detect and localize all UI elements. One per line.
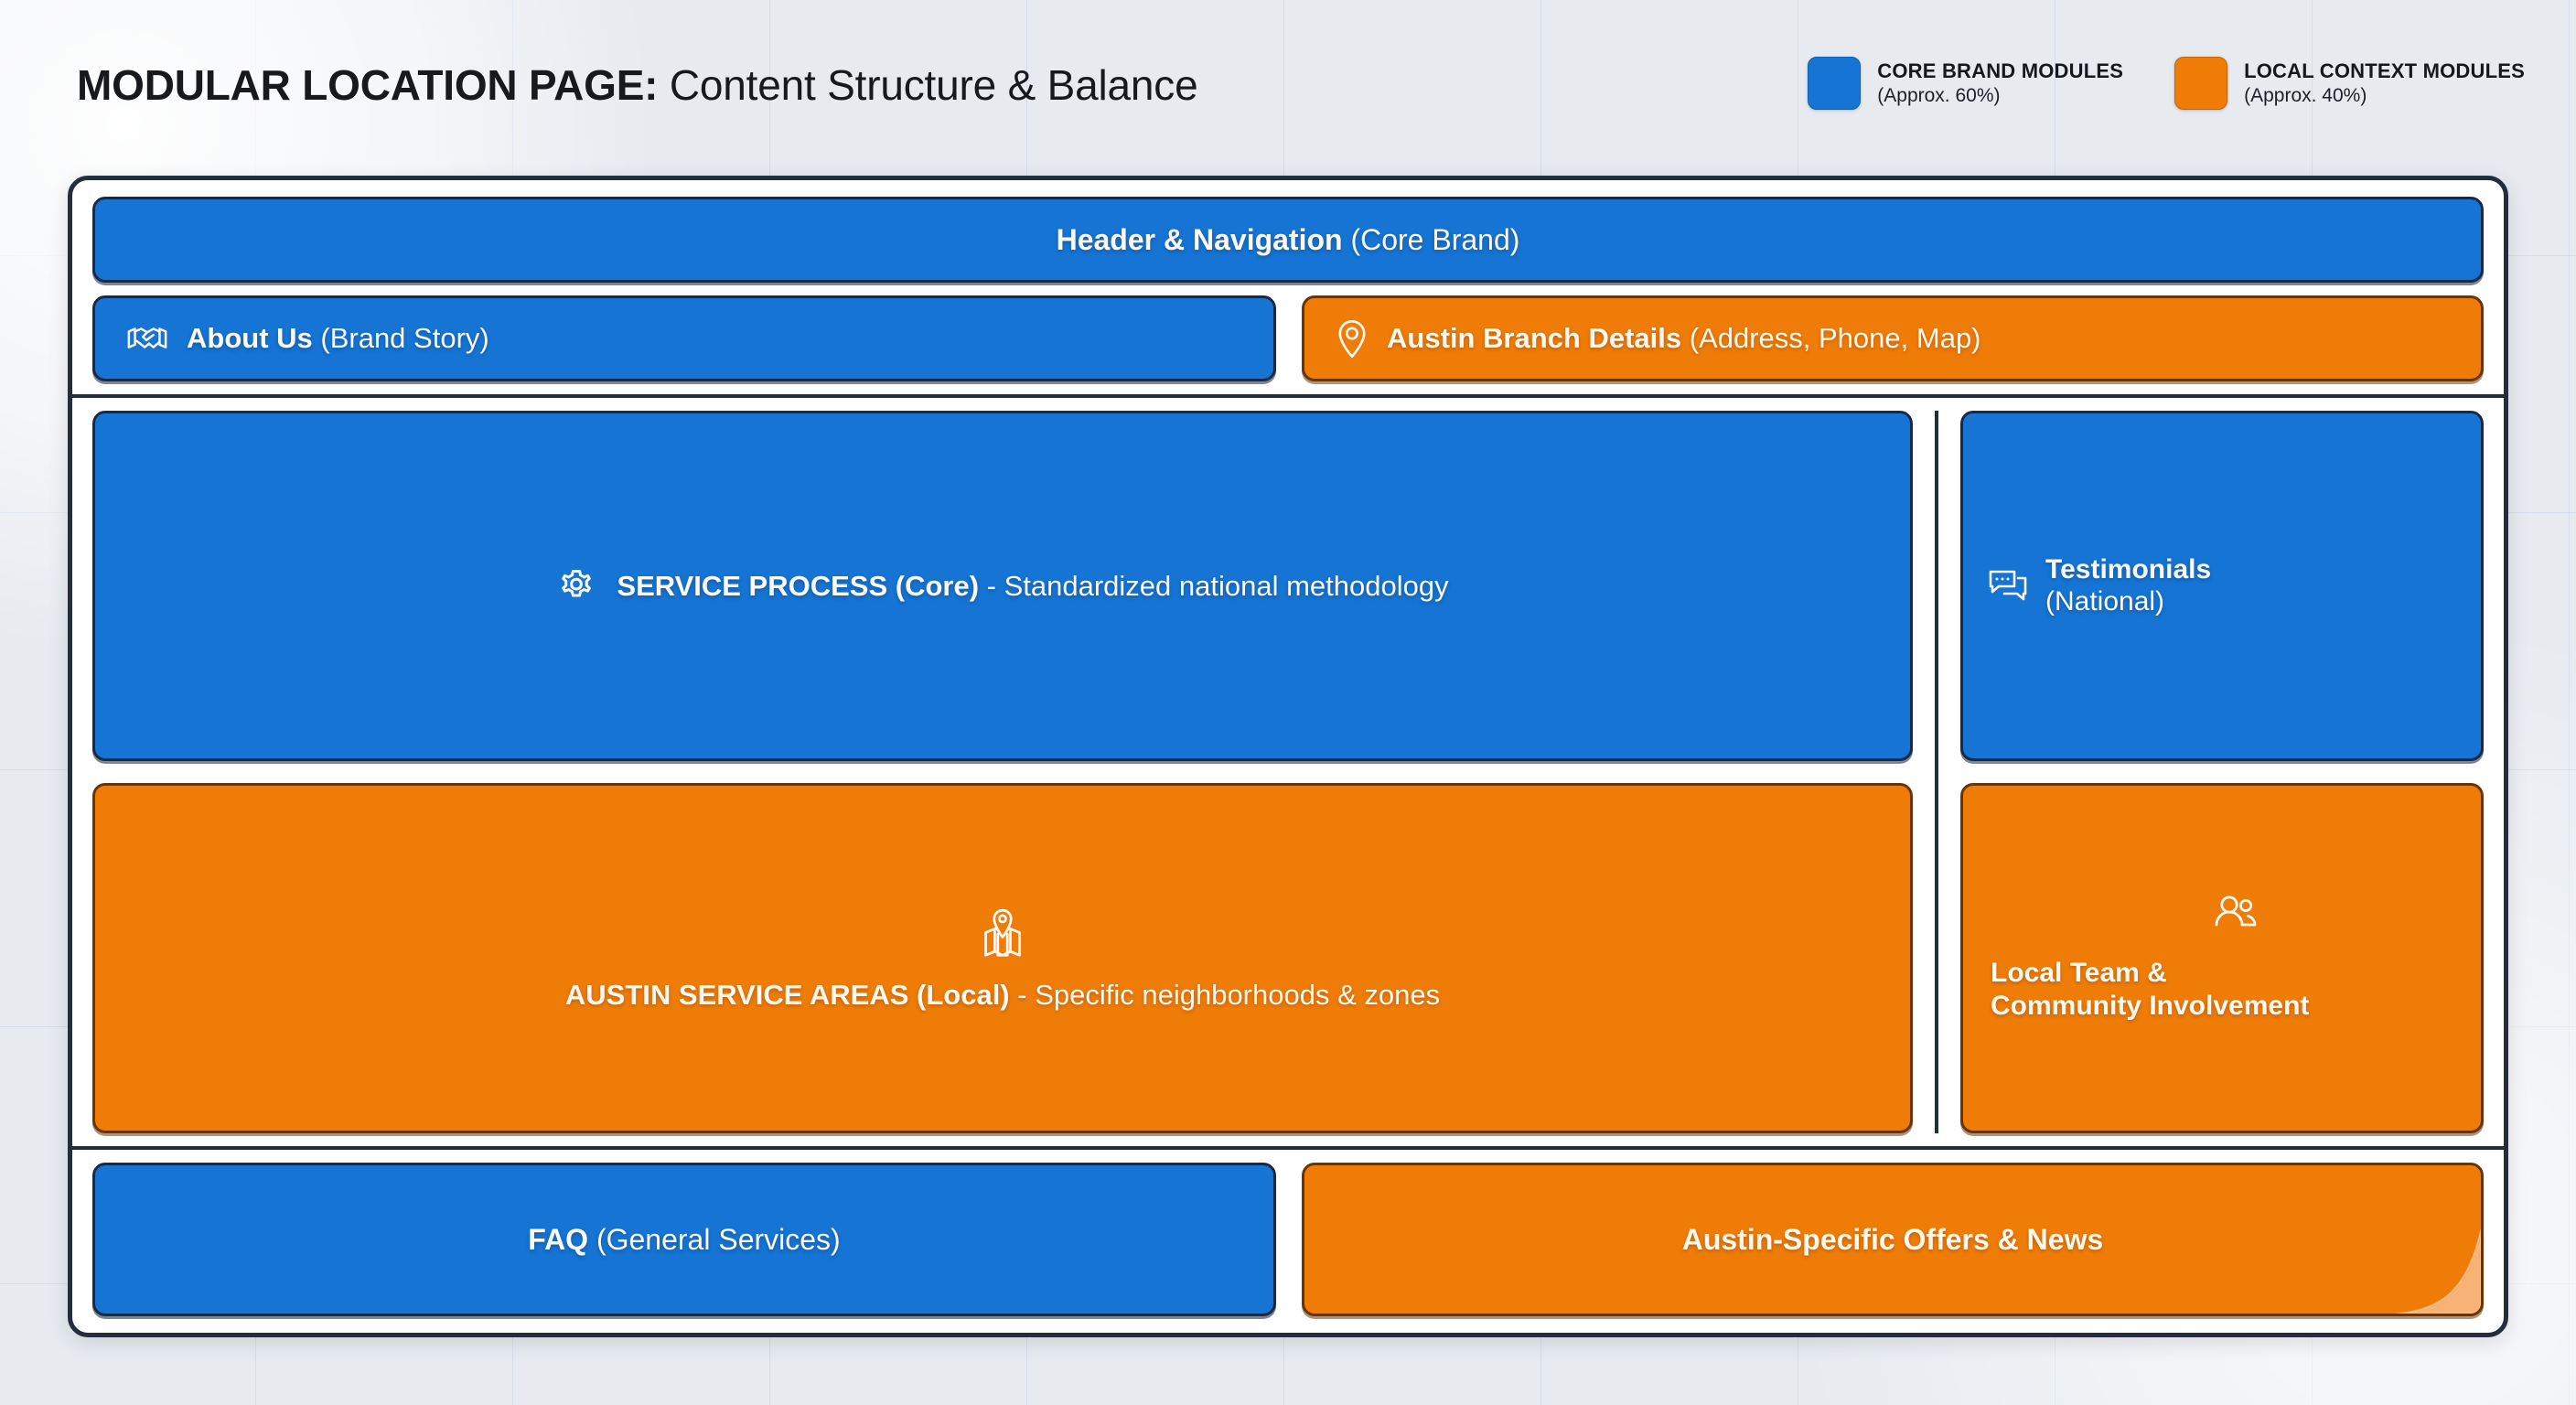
chat-bubbles-icon <box>1987 566 2029 606</box>
module-austin-service-areas-label: AUSTIN SERVICE AREAS (Local) - Specific … <box>565 979 1440 1012</box>
module-service-process[interactable]: SERVICE PROCESS (Core) - Standardized na… <box>92 411 1913 761</box>
row-brand-and-branch: About Us (Brand Story) Austin Branch Det… <box>92 295 2484 381</box>
module-local-team-line1: Local Team & <box>1991 957 2167 988</box>
users-icon <box>2211 895 2260 933</box>
module-about-us-label: About Us (Brand Story) <box>187 322 489 355</box>
module-testimonials-light: (National) <box>2045 585 2165 617</box>
module-austin-service-areas-strong: AUSTIN SERVICE AREAS (Local) <box>564 978 1010 1011</box>
top-bar: MODULAR LOCATION PAGE: Content Structure… <box>0 0 2576 170</box>
legend-text-core-brand: CORE BRAND MODULES (Approx. 60%) <box>1877 59 2123 108</box>
module-local-team[interactable]: Local Team & Community Involvement <box>1960 783 2484 1133</box>
module-faq[interactable]: FAQ (General Services) <box>92 1163 1276 1316</box>
module-austin-service-areas-light: - Specific neighborhoods & zones <box>1009 978 1441 1011</box>
legend-label-core-brand: CORE BRAND MODULES <box>1877 59 2124 82</box>
module-service-process-strong: SERVICE PROCESS (Core) <box>617 569 980 602</box>
divider-bottom <box>72 1146 2504 1150</box>
legend-swatch-core-brand <box>1808 57 1862 110</box>
module-about-us-light: (Brand Story) <box>312 322 489 354</box>
middle-left-column: SERVICE PROCESS (Core) - Standardized na… <box>92 411 1935 1133</box>
module-austin-offers-news[interactable]: Austin-Specific Offers & News <box>1302 1163 2484 1316</box>
module-header-navigation-strong: Header & Navigation <box>1056 222 1343 256</box>
middle-area: SERVICE PROCESS (Core) - Standardized na… <box>92 411 2484 1133</box>
module-austin-branch-details-label: Austin Branch Details (Address, Phone, M… <box>1387 322 1981 355</box>
map-pin-icon <box>1336 318 1368 359</box>
legend-sublabel-core-brand: (Approx. 60%) <box>1877 84 2001 106</box>
divider-top <box>72 394 2504 398</box>
module-testimonials-strong: Testimonials <box>2045 554 2212 585</box>
legend-label-local-context: LOCAL CONTEXT MODULES <box>2244 59 2525 82</box>
module-austin-offers-news-label: Austin-Specific Offers & News <box>1681 1222 2104 1256</box>
page-title-strong: MODULAR LOCATION PAGE: <box>77 61 659 109</box>
module-austin-service-areas[interactable]: AUSTIN SERVICE AREAS (Local) - Specific … <box>92 783 1913 1133</box>
module-austin-branch-details-strong: Austin Branch Details <box>1387 322 1682 354</box>
legend-item-core-brand: CORE BRAND MODULES (Approx. 60%) <box>1808 57 2123 110</box>
row-faq-and-offers: FAQ (General Services) Austin-Specific O… <box>92 1163 2484 1316</box>
handshake-icon <box>126 320 168 357</box>
legend: CORE BRAND MODULES (Approx. 60%) LOCAL C… <box>1808 57 2525 113</box>
module-service-process-light: - Standardized national methodology <box>979 569 1449 602</box>
module-testimonials[interactable]: Testimonials (National) <box>1960 411 2484 761</box>
module-austin-branch-details[interactable]: Austin Branch Details (Address, Phone, M… <box>1302 295 2484 381</box>
legend-sublabel-local-context: (Approx. 40%) <box>2244 84 2367 106</box>
diagram-frame: Header & Navigation (Core Brand) About U… <box>68 176 2508 1337</box>
page-curl-icon <box>2397 1229 2481 1314</box>
legend-text-local-context: LOCAL CONTEXT MODULES (Approx. 40%) <box>2244 59 2525 108</box>
page-title-light: Content Structure & Balance <box>658 61 1198 109</box>
module-austin-branch-details-light: (Address, Phone, Map) <box>1681 322 1981 354</box>
module-local-team-line2: Community Involvement <box>1991 990 2310 1021</box>
page-title: MODULAR LOCATION PAGE: Content Structure… <box>77 60 1198 110</box>
module-header-navigation-light: (Core Brand) <box>1342 222 1520 256</box>
module-faq-light: (General Services) <box>588 1222 841 1256</box>
legend-swatch-local-context <box>2174 57 2228 110</box>
module-about-us-strong: About Us <box>187 322 313 354</box>
module-header-navigation[interactable]: Header & Navigation (Core Brand) <box>92 197 2484 283</box>
module-service-process-label: SERVICE PROCESS (Core) - Standardized na… <box>617 570 1448 603</box>
gear-icon <box>556 566 596 606</box>
legend-item-local-context: LOCAL CONTEXT MODULES (Approx. 40%) <box>2174 57 2525 110</box>
module-local-team-label: Local Team & Community Involvement <box>1991 957 2309 1023</box>
module-header-navigation-label: Header & Navigation (Core Brand) <box>1057 223 1520 257</box>
module-faq-strong: FAQ <box>528 1222 589 1256</box>
module-faq-label: FAQ (General Services) <box>528 1223 840 1257</box>
map-with-pin-icon <box>979 906 1026 960</box>
middle-right-column: Testimonials (National) Local Team & Com… <box>1938 411 2484 1133</box>
module-about-us[interactable]: About Us (Brand Story) <box>92 295 1276 381</box>
module-testimonials-label: Testimonials (National) <box>2045 554 2211 617</box>
